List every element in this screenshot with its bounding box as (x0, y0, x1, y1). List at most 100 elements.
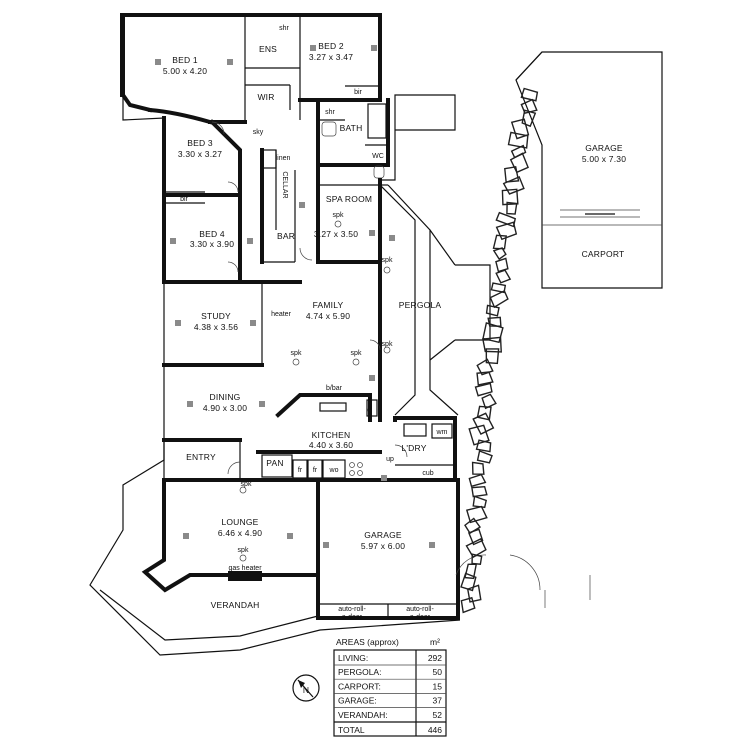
linen-label: linen (276, 155, 291, 162)
kitchen-name: KITCHEN (312, 430, 351, 440)
hedge-stone (485, 348, 500, 365)
hedge-stone (490, 282, 507, 294)
bed4-name: BED 4 (199, 229, 225, 239)
room-marker (247, 238, 253, 244)
room-marker (250, 320, 256, 326)
lounge-name: LOUNGE (221, 517, 258, 527)
hedge-stone (471, 461, 485, 475)
hedge-stone (468, 424, 490, 446)
hedge-stone (471, 553, 483, 565)
entry-speaker-label: spk (241, 481, 252, 488)
speaker-marker (352, 358, 360, 366)
speaker-marker (383, 346, 391, 354)
bed4-dims: 3.30 x 3.90 (190, 239, 234, 249)
hedge-stone (492, 247, 507, 261)
hedge-stone (506, 201, 518, 215)
hedge-stone (482, 336, 502, 353)
area-row-label: PERGOLA: (338, 667, 381, 677)
hedge-stone (485, 304, 500, 317)
room-marker (183, 533, 189, 539)
study-name: STUDY (201, 311, 231, 321)
bed2-dims: 3.27 x 3.47 (309, 52, 353, 62)
area-row-label: LIVING: (338, 653, 368, 663)
kitchen-dims: 4.40 x 3.60 (309, 440, 353, 450)
areas-unit: m² (430, 637, 440, 647)
hedge-stone (520, 98, 538, 115)
family-speaker-label-left: spk (291, 350, 302, 357)
pantry-name: PAN (266, 458, 283, 468)
hedge-stone (468, 473, 487, 488)
room-marker (299, 202, 305, 208)
areas-total-value: 446 (428, 725, 442, 735)
garage-main-name: GARAGE (364, 530, 402, 540)
hedge-stone (460, 596, 476, 614)
area-row-label: CARPORT: (338, 681, 381, 691)
room-marker (429, 542, 435, 548)
hedge-stone (476, 358, 494, 376)
room-marker (381, 475, 387, 481)
hedge-stone (476, 450, 493, 464)
family-speaker-label-top: spk (382, 257, 393, 264)
garage-door-1-line1: auto-roll- (338, 606, 366, 613)
bed3-dims: 3.30 x 3.27 (178, 149, 222, 159)
area-row-value: 292 (428, 653, 442, 663)
garage-main-dims: 5.97 x 6.00 (361, 541, 405, 551)
bed1-dims: 5.00 x 4.20 (163, 66, 207, 76)
area-row-value: 37 (433, 696, 443, 706)
speaker-marker (239, 486, 247, 494)
hedge-stone (467, 528, 484, 546)
hedge (460, 87, 539, 614)
entry-name: ENTRY (186, 452, 216, 462)
cellar-label: CELLAR (281, 171, 288, 198)
detached-garage (515, 51, 663, 289)
bed3-robe-label: bir (180, 196, 188, 203)
bed1-name: BED 1 (172, 55, 198, 65)
hedge-stone (465, 537, 487, 559)
hedge-stone (504, 165, 520, 183)
garage-door-1-line2: a-door (342, 614, 363, 621)
cub-label: cub (422, 470, 433, 477)
bed2-name: BED 2 (318, 41, 344, 51)
speaker-marker (239, 554, 247, 562)
lounge-dims: 6.46 x 4.90 (218, 528, 262, 538)
spa-dims: 3.27 x 3.50 (314, 229, 358, 239)
ens-name: ENS (259, 44, 277, 54)
family-speaker-label-right: spk (351, 350, 362, 357)
speaker-marker (334, 220, 342, 228)
garage-door-2-line1: auto-roll- (406, 606, 434, 613)
verandah-name: VERANDAH (211, 600, 260, 610)
bar-name: BAR (277, 231, 295, 241)
bath-shower-label: shr (325, 109, 335, 116)
hedge-stone (492, 234, 507, 250)
compass-letter: N (303, 685, 309, 695)
wir-name: WIR (257, 92, 274, 102)
room-marker (170, 238, 176, 244)
hedge-stone (464, 517, 482, 535)
db-label: db (367, 406, 374, 414)
hedge-stone (475, 439, 492, 453)
laundry-name: L'DRY (401, 443, 426, 453)
hedge-stone (472, 495, 488, 509)
gas-heater-label: gas heater (228, 565, 262, 572)
pergola-roof (379, 94, 491, 416)
room-marker (287, 533, 293, 539)
hedge-stone (489, 289, 509, 309)
hedge-stone (465, 505, 488, 524)
wm-label: wm (436, 429, 448, 436)
wall-oven-label: wo (329, 467, 339, 474)
house-walls (120, 13, 460, 620)
areas-title: AREAS (approx) (336, 637, 399, 647)
hedge-stone (474, 382, 493, 397)
hedge-stone (501, 188, 519, 206)
hedge-stone (472, 412, 495, 435)
hedge-stone (495, 257, 509, 273)
room-marker (371, 45, 377, 51)
hedge-stone (460, 572, 477, 592)
fridge-label-1: fr (298, 467, 303, 474)
room-marker (227, 59, 233, 65)
bbar-label: b/bar (326, 385, 343, 392)
ens-shower-label: shr (279, 25, 289, 32)
room-marker (155, 59, 161, 65)
garage-detached-name: GARAGE (585, 143, 623, 153)
